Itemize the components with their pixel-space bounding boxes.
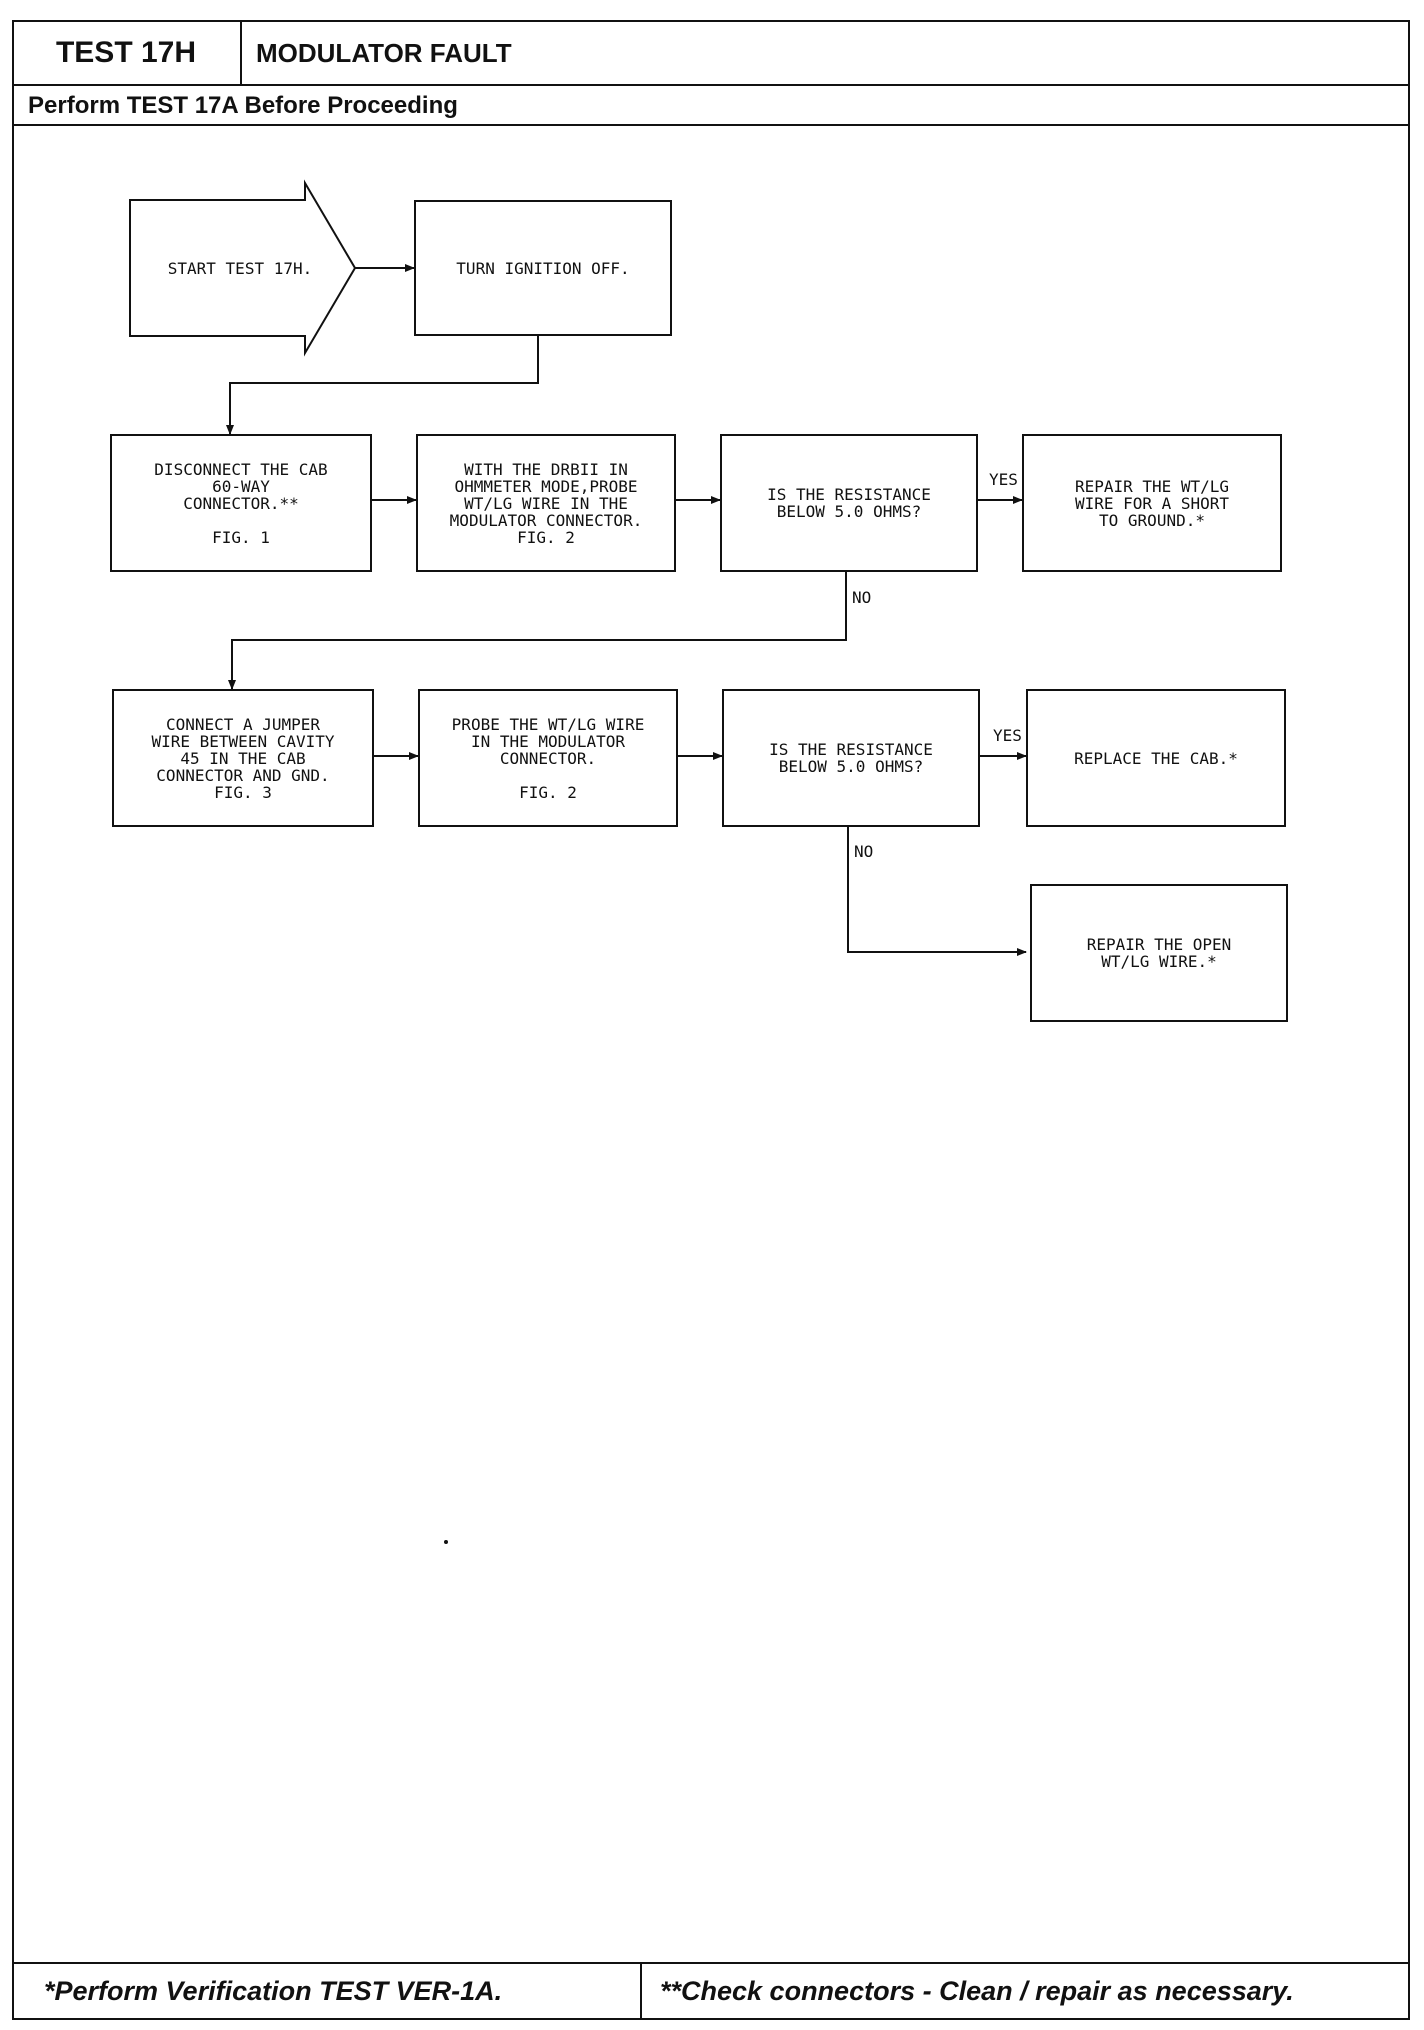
yes-label-2: YES [993,726,1022,745]
disconnect-cab-label: DISCONNECT THE CAB 60-WAY CONNECTOR.** F… [154,459,328,547]
start-arrow-shape [129,179,357,357]
arrow-q1-no [228,572,847,690]
footer-row [12,1962,1410,2020]
turn-ignition-off-label: TURN IGNITION OFF. [456,258,630,278]
no-label-1: NO [852,588,872,607]
yes-label-1: YES [989,470,1018,489]
header-row [12,20,1410,86]
replace-cab-label: REPLACE THE CAB.* [1074,748,1238,768]
footer-note-connectors: **Check connectors - Clean / repair as n… [660,1975,1294,2006]
probe-ohmmeter-box: WITH THE DRBII IN OHMMETER MODE,PROBE WT… [416,434,676,572]
test-title: MODULATOR FAULT [256,37,512,68]
stray-dot [444,1540,448,1544]
footer-note-verification: *Perform Verification TEST VER-1A. [44,1975,503,2006]
no-label-2: NO [854,842,874,861]
turn-ignition-off-box: TURN IGNITION OFF. [414,200,672,336]
question-resistance-1-label: IS THE RESISTANCE BELOW 5.0 OHMS? [767,485,931,521]
repair-open-label: REPAIR THE OPEN WT/LG WIRE.* [1086,935,1232,971]
subtitle-row [12,86,1410,126]
connect-jumper-box: CONNECT A JUMPER WIRE BETWEEN CAVITY 45 … [112,689,374,827]
probe-wire-label: PROBE THE WT/LG WIRE IN THE MODULATOR CO… [451,714,645,802]
repair-open-box: REPAIR THE OPEN WT/LG WIRE.* [1030,884,1288,1022]
subtitle: Perform TEST 17A Before Proceeding [28,92,458,119]
repair-short-box: REPAIR THE WT/LG WIRE FOR A SHORT TO GRO… [1022,434,1282,572]
question-resistance-1-box: IS THE RESISTANCE BELOW 5.0 OHMS? [720,434,978,572]
repair-short-label: REPAIR THE WT/LG WIRE FOR A SHORT TO GRO… [1074,476,1230,530]
connect-jumper-label: CONNECT A JUMPER WIRE BETWEEN CAVITY 45 … [151,714,335,802]
test-id: TEST 17H [12,20,242,86]
question-resistance-2-label: IS THE RESISTANCE BELOW 5.0 OHMS? [769,740,933,776]
question-resistance-2-box: IS THE RESISTANCE BELOW 5.0 OHMS? [722,689,980,827]
start-box: START TEST 17H. [150,200,330,336]
probe-wire-box: PROBE THE WT/LG WIRE IN THE MODULATOR CO… [418,689,678,827]
probe-ohmmeter-label: WITH THE DRBII IN OHMMETER MODE,PROBE WT… [449,459,643,547]
disconnect-cab-box: DISCONNECT THE CAB 60-WAY CONNECTOR.** F… [110,434,372,572]
replace-cab-box: REPLACE THE CAB.* [1026,689,1286,827]
start-label: START TEST 17H. [167,258,313,278]
footer-divider [640,1962,642,2020]
page-frame [12,20,1410,2020]
arrow-q2-no [847,826,1027,956]
arrow-off-to-disconnect [226,335,539,435]
